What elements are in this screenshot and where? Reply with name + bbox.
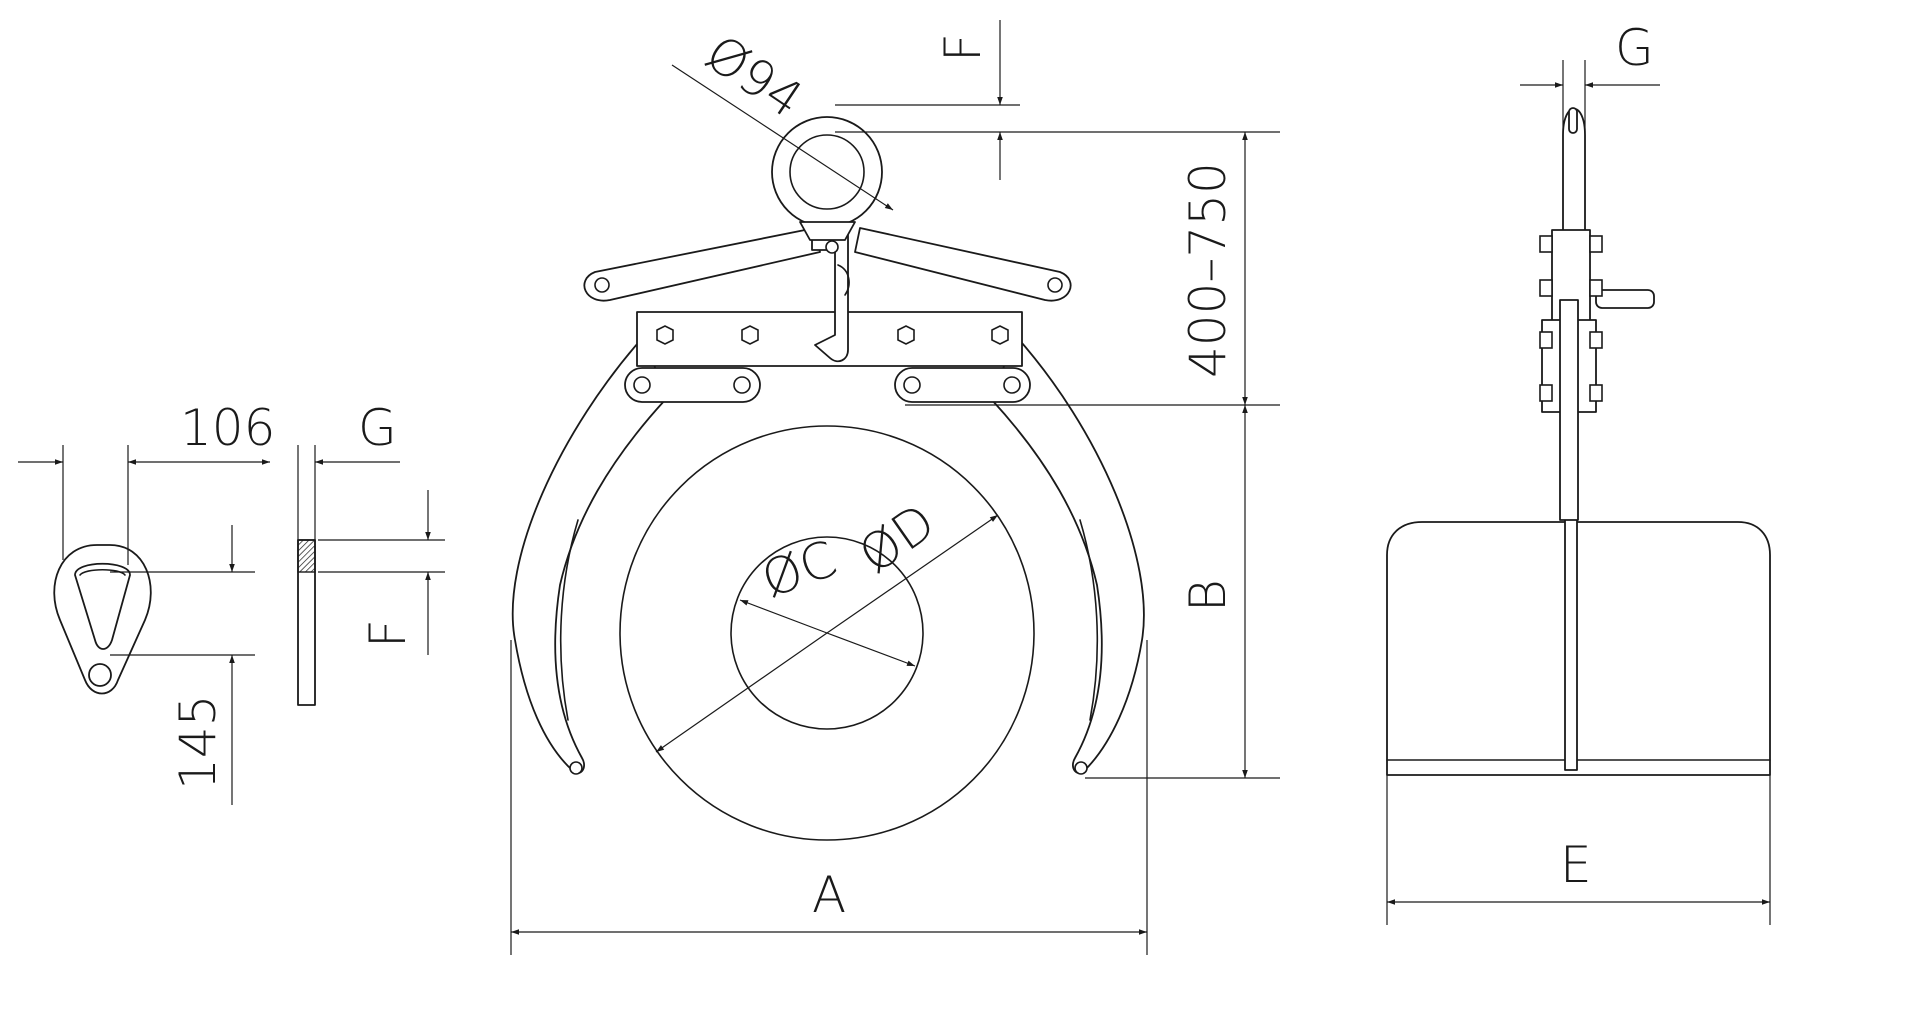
dim-f-top-label: F <box>934 33 992 62</box>
side-view-clamp: G E <box>1386 19 1771 925</box>
lower-right-link <box>894 367 1031 403</box>
upper-right-arm <box>854 227 1072 302</box>
log-outer-circle <box>619 425 1035 841</box>
plate-slot <box>74 562 131 650</box>
crossbar-bolts <box>656 325 1009 345</box>
dim-g-left-label: G <box>358 399 397 457</box>
detail-view-plate: 106 G F 145 <box>18 399 445 805</box>
latch-hook <box>811 234 849 363</box>
dim-a-label: A <box>812 866 846 924</box>
dim-e-label: E <box>1560 836 1592 894</box>
dim-g-right-label: G <box>1615 19 1654 77</box>
front-view-clamp: Ø94 F 400–750 B A ØC ØD <box>510 20 1280 955</box>
dim-f-left-label: F <box>359 619 417 648</box>
side-bolts <box>1539 235 1603 402</box>
dim-400-750-label: 400–750 <box>1179 162 1237 378</box>
dim-d-label: ØD <box>849 493 946 585</box>
dim-c-label: ØC <box>754 529 844 609</box>
side-jaw-plate <box>1386 521 1771 776</box>
plate-hole <box>88 663 112 687</box>
dim-diameter-94-label: Ø94 <box>695 24 813 130</box>
plate-hatch <box>297 539 316 573</box>
upper-left-arm <box>583 227 821 302</box>
dim-145-label: 145 <box>169 695 227 790</box>
dim-b-label: B <box>1179 579 1237 612</box>
lifting-ring-inner <box>789 134 865 210</box>
lower-left-link <box>624 367 761 403</box>
side-top-eye <box>1562 107 1586 241</box>
lifting-ring-outer <box>771 116 883 228</box>
dim-106-label: 106 <box>180 399 275 457</box>
log-inner-circle <box>730 536 924 730</box>
side-pin <box>1595 289 1655 309</box>
